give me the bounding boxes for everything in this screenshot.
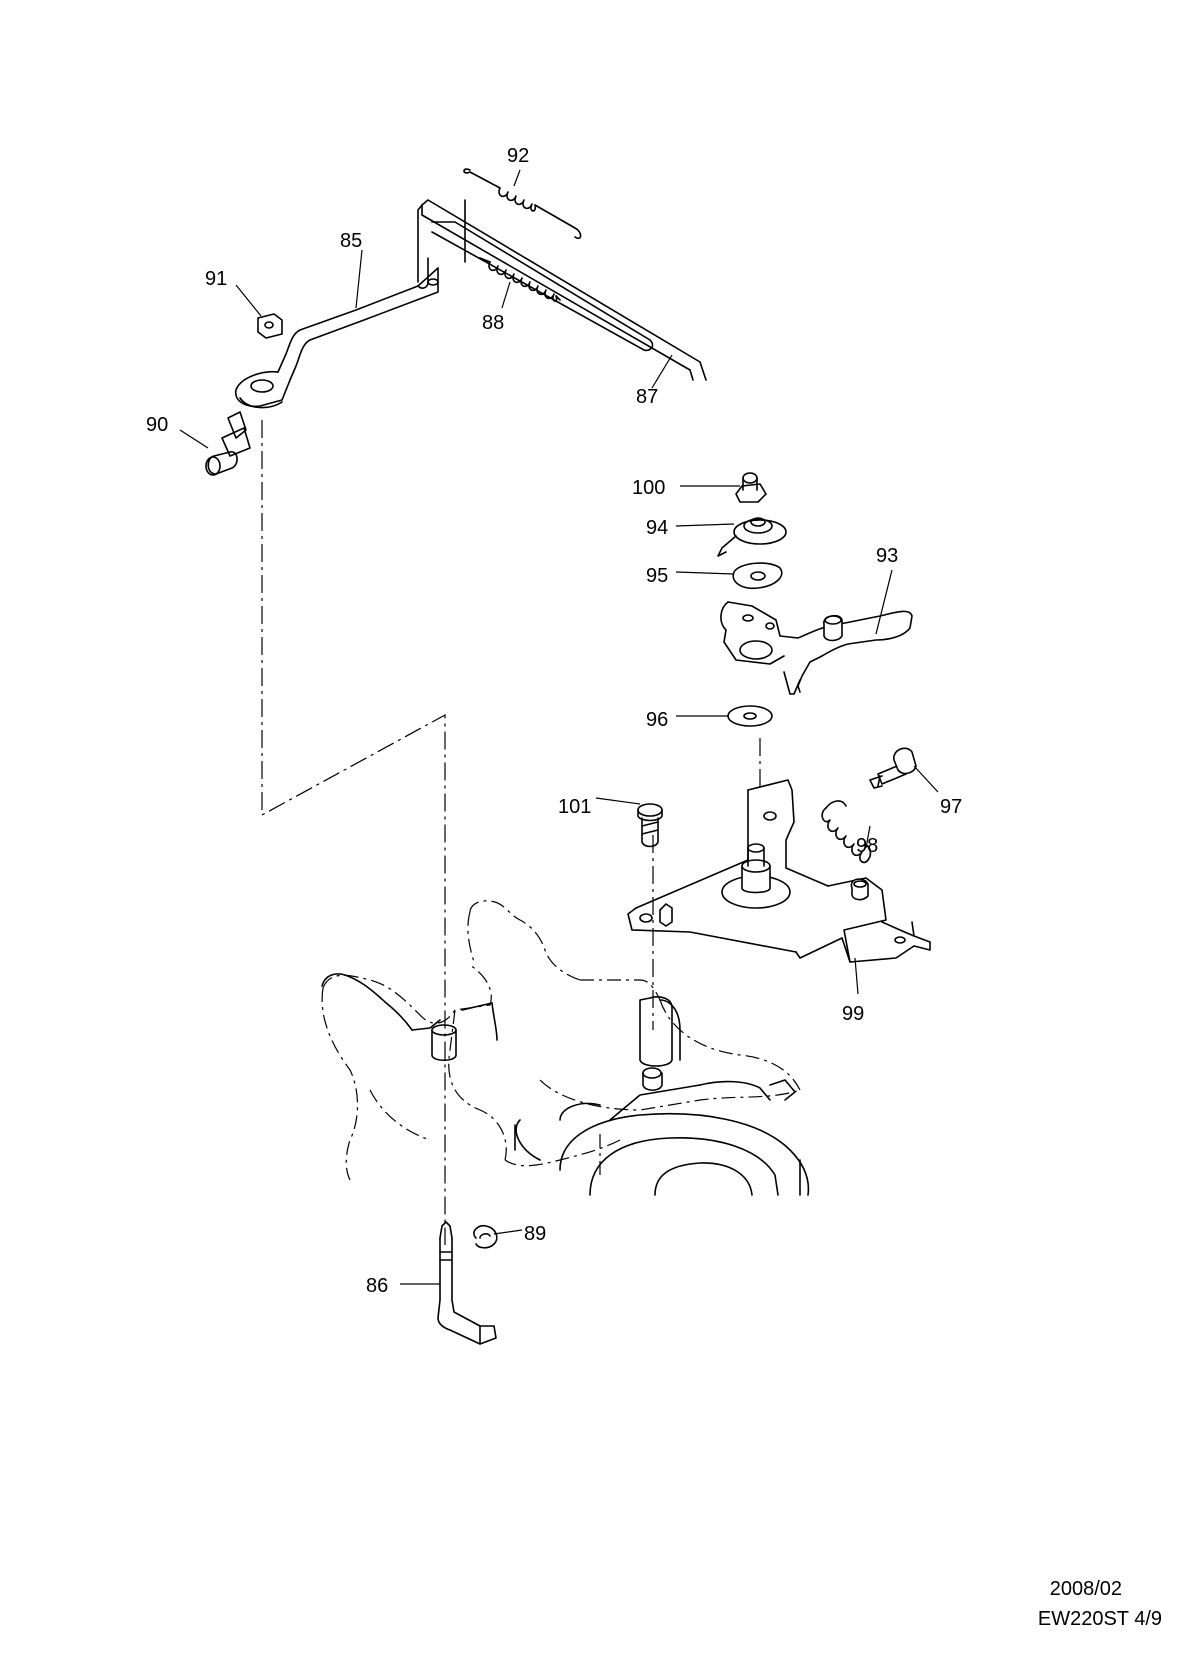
label-96: 96: [646, 709, 668, 731]
part-92-spring: [463, 168, 582, 240]
part-87-rod: [417, 199, 707, 381]
label-89: 89: [524, 1223, 546, 1245]
part-97-bolt: [869, 747, 917, 789]
part-86-shaft: [437, 1221, 497, 1345]
assembly-lines: [261, 420, 761, 1245]
part-89-clip: [473, 1224, 498, 1249]
part-91-clip: [257, 313, 283, 339]
part-93-lever: [720, 601, 913, 695]
part-90-pin: [205, 411, 251, 476]
engine-solid-outline: [321, 973, 810, 1196]
part-100-nut: [735, 472, 767, 503]
label-87: 87: [636, 386, 658, 408]
label-97: 97: [940, 796, 962, 818]
footer-date: 2008/02: [1049, 1578, 1122, 1600]
label-93: 93: [876, 545, 898, 567]
part-85-lever: [235, 257, 439, 409]
label-98: 98: [856, 835, 878, 857]
part-101-bolt: [637, 803, 663, 848]
leader-lines: [179, 169, 939, 1285]
label-90: 90: [146, 414, 168, 436]
label-94: 94: [646, 517, 668, 539]
label-88: 88: [482, 312, 504, 334]
label-100: 100: [632, 477, 665, 499]
label-101: 101: [558, 796, 591, 818]
label-91: 91: [205, 268, 227, 290]
label-92: 92: [507, 145, 529, 167]
part-88-spring: [464, 199, 561, 302]
label-86: 86: [366, 1275, 388, 1297]
part-labels: 92 85 91 88 87 90 100 94 93 95 96 101 97…: [146, 145, 962, 1297]
label-95: 95: [646, 565, 668, 587]
label-99: 99: [842, 1003, 864, 1025]
part-94-washer: [717, 517, 787, 557]
engine-ghost-outline: [321, 900, 801, 1181]
label-85: 85: [340, 230, 362, 252]
part-95-plate: [732, 562, 783, 590]
footer-diagram-code: EW220ST 4/9: [1037, 1608, 1162, 1630]
part-98-spring: [821, 800, 872, 864]
part-99-bracket: [627, 779, 931, 963]
part-96-washer: [727, 705, 773, 727]
